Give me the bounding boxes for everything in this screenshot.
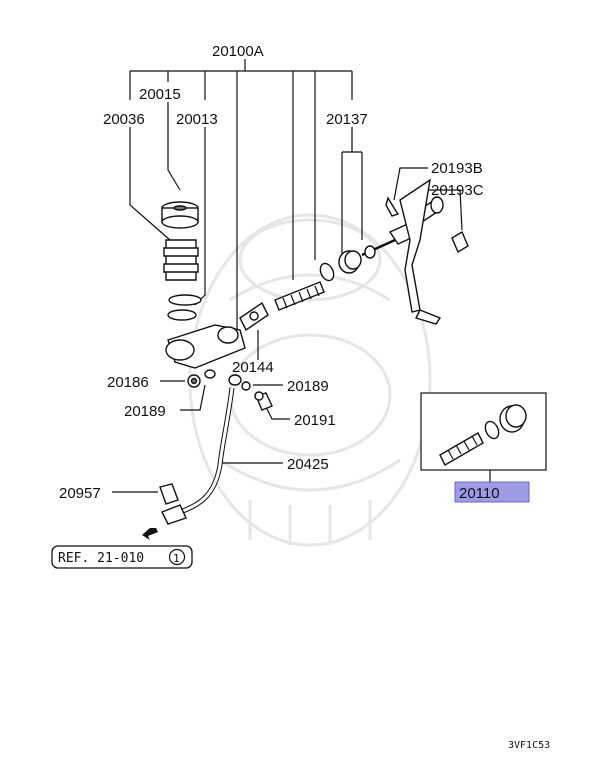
reference-box[interactable]: REF. 21-010 1	[51, 545, 193, 569]
master-cylinder-parts	[142, 178, 469, 540]
part-label-20186[interactable]: 20186	[107, 374, 149, 391]
part-label-20957[interactable]: 20957	[59, 485, 101, 502]
drawing-code: 3VF1C53	[508, 740, 550, 751]
repair-kit-box	[420, 392, 547, 471]
part-20110-highlight	[454, 481, 530, 503]
part-label-20137[interactable]: 20137	[326, 111, 368, 128]
part-label-20036[interactable]: 20036	[103, 111, 145, 128]
part-label-20013[interactable]: 20013	[176, 111, 218, 128]
part-label-20425[interactable]: 20425	[287, 456, 329, 473]
part-label-20189-right[interactable]: 20189	[287, 378, 329, 395]
part-label-20110[interactable]: 20110	[459, 485, 500, 502]
part-label-20193C[interactable]: 20193C	[431, 182, 484, 199]
reference-text: REF. 21-010	[58, 551, 144, 566]
part-label-20189-left[interactable]: 20189	[124, 403, 166, 420]
part-label-20191[interactable]: 20191	[294, 412, 336, 429]
part-label-20144[interactable]: 20144	[232, 359, 274, 376]
watermark-emblem	[188, 213, 432, 547]
part-label-20100A[interactable]: 20100A	[212, 43, 264, 60]
part-label-20193B[interactable]: 20193B	[431, 160, 483, 177]
part-label-20015[interactable]: 20015	[139, 86, 181, 103]
leader-lines	[112, 59, 491, 493]
reference-circle-number: 1	[173, 552, 180, 565]
